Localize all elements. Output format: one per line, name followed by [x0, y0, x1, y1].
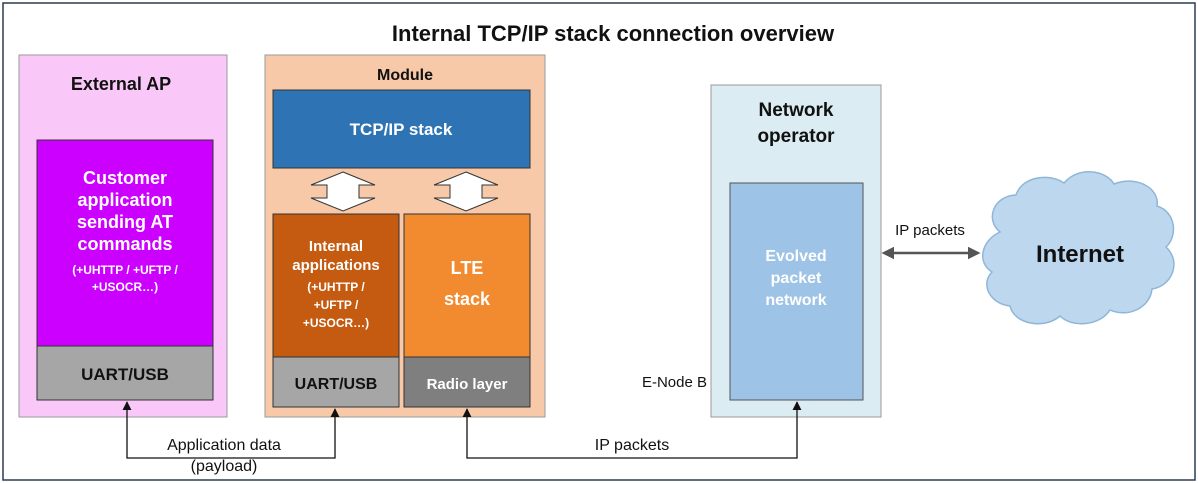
radio-layer-box — [403, 356, 531, 408]
evolved-packet-network-box — [729, 182, 864, 401]
external-ap-uart-box — [36, 345, 214, 401]
ip-packets-connector — [462, 401, 802, 459]
tcpip-apps-double-arrow — [310, 171, 376, 212]
radio-layer-label: Radio layer — [427, 376, 508, 393]
external-ap-group: External AP Customer application sending… — [18, 54, 228, 418]
internal-apps-title-1: Internal — [309, 238, 363, 255]
ip-packets-top-label: IP packets — [895, 222, 965, 239]
external-ap-uart-label: UART/USB — [81, 365, 169, 384]
lte-stack-line-2: stack — [444, 289, 491, 309]
app-data-label-1: Application data — [167, 437, 281, 454]
internet-label: Internet — [1036, 241, 1124, 268]
network-operator-label-1: Network — [759, 100, 834, 121]
internal-apps-sub-2: +UFTP / — [314, 298, 359, 312]
internet-cloud-group: Internet — [982, 171, 1175, 325]
epn-line-2: packet — [771, 270, 822, 287]
customer-app-sub-1: (+UHTTP / +UFTP / — [72, 263, 178, 277]
epn-line-3: network — [765, 292, 826, 309]
tcpip-lte-double-arrow — [433, 171, 499, 212]
internal-apps-box — [272, 213, 400, 358]
customer-app-box — [36, 139, 214, 347]
module-label: Module — [377, 67, 433, 84]
external-ap-label: External AP — [71, 74, 171, 94]
enode-b-label: E-Node B — [642, 374, 707, 391]
customer-app-line-4: commands — [77, 234, 172, 254]
customer-app-sub-2: +USOCR…) — [92, 280, 158, 294]
module-uart-label: UART/USB — [295, 376, 378, 393]
epn-line-1: Evolved — [765, 248, 826, 265]
network-operator-group: Network operator Evolved packet network — [710, 84, 882, 418]
tcpip-stack-box — [272, 89, 531, 169]
customer-app-line-3: sending AT — [77, 212, 173, 232]
customer-app-line-1: Customer — [83, 168, 167, 188]
ip-packets-bottom-label: IP packets — [595, 437, 669, 454]
customer-app-line-2: application — [77, 190, 172, 210]
network-operator-label-2: operator — [757, 126, 835, 147]
internet-cloud — [982, 171, 1175, 325]
lte-stack-box — [403, 213, 531, 358]
tcpip-stack-label: TCP/IP stack — [350, 120, 453, 139]
module-group: Module TCP/IP stack Internal application… — [264, 54, 546, 418]
lte-stack-line-1: LTE — [451, 258, 484, 278]
diagram-title: Internal TCP/IP stack connection overvie… — [392, 21, 835, 46]
app-data-label-2: (payload) — [191, 458, 258, 475]
internal-apps-sub-1: (+UHTTP / — [307, 280, 365, 294]
module-uart-box — [272, 356, 400, 408]
internal-apps-title-2: applications — [292, 257, 380, 274]
app-data-connector — [122, 401, 340, 459]
internal-apps-sub-3: +USOCR…) — [303, 316, 369, 330]
